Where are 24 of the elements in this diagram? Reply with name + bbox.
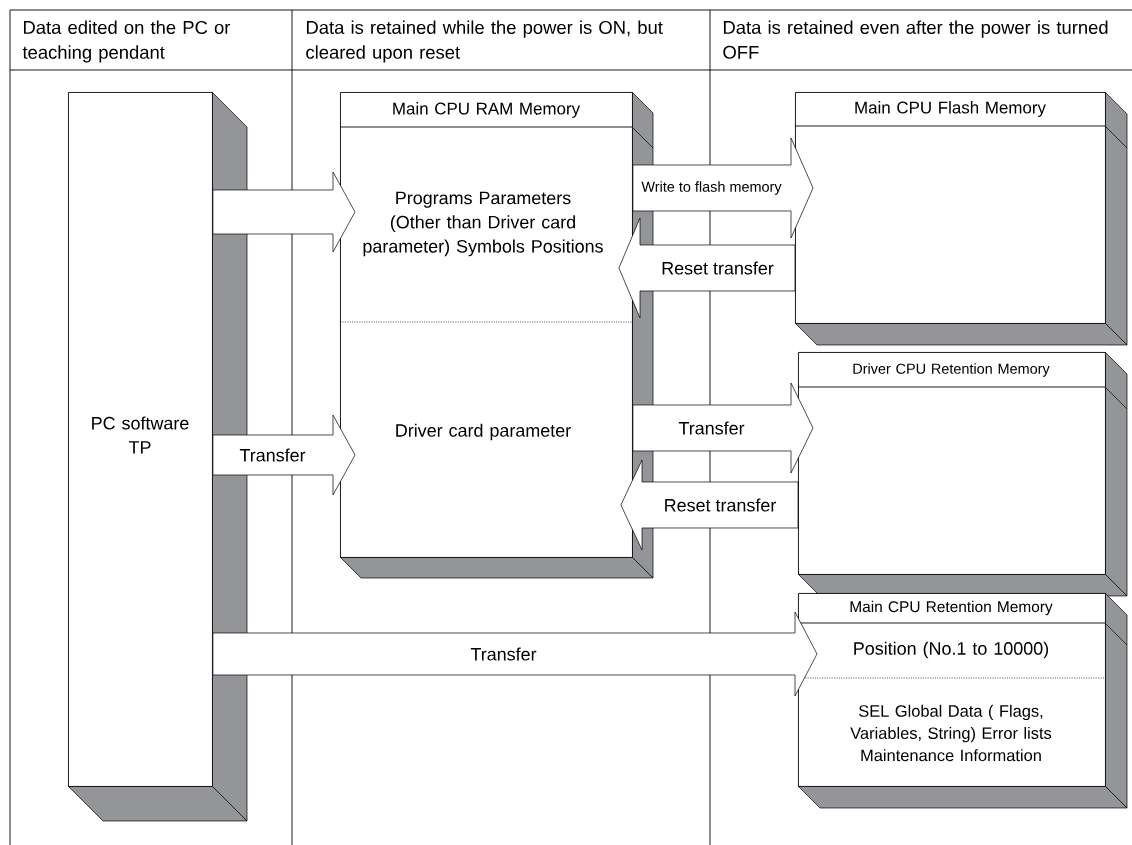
memory-box — [797, 592, 1128, 809]
block-arrow — [632, 382, 814, 474]
memory-box — [794, 91, 1128, 346]
memory-box — [797, 351, 1128, 597]
box-text: Programs Parameters (Other than Driver card parameter) Symbols Positions — [363, 191, 603, 257]
box-title: Main CPU RAM Memory — [393, 102, 581, 118]
edge-label: Transfer — [238, 447, 307, 463]
edge-label: Reset transfer — [660, 260, 775, 276]
column-header: Data is retained even after the power is turned OFF — [723, 20, 1108, 59]
column-header: Data is retained while the power is ON, but cleared upon reset — [306, 20, 663, 63]
box-title: Driver CPU Retention Memory — [853, 363, 1050, 377]
block-arrow — [212, 611, 818, 697]
edge-label: Transfer — [677, 420, 746, 436]
box-label: PC software TP — [92, 416, 189, 454]
column-header: Data edited on the PC or teaching pendant — [22, 20, 231, 63]
edge-label: Reset transfer — [662, 497, 778, 513]
box-text: Position (No.1 to 10000) — [854, 641, 1049, 659]
block-arrow — [212, 171, 356, 253]
box-title: Main CPU Flash Memory — [855, 101, 1046, 117]
edge-label: Transfer — [469, 646, 538, 662]
box-text: SEL Global Data ( Flags, Variables, String) Error lists Maintenance Information — [850, 704, 1052, 762]
box-title: Main CPU Retention Memory — [850, 600, 1053, 616]
edge-label: Write to flash memory — [640, 180, 783, 196]
box-text: Driver card parameter — [396, 423, 571, 441]
